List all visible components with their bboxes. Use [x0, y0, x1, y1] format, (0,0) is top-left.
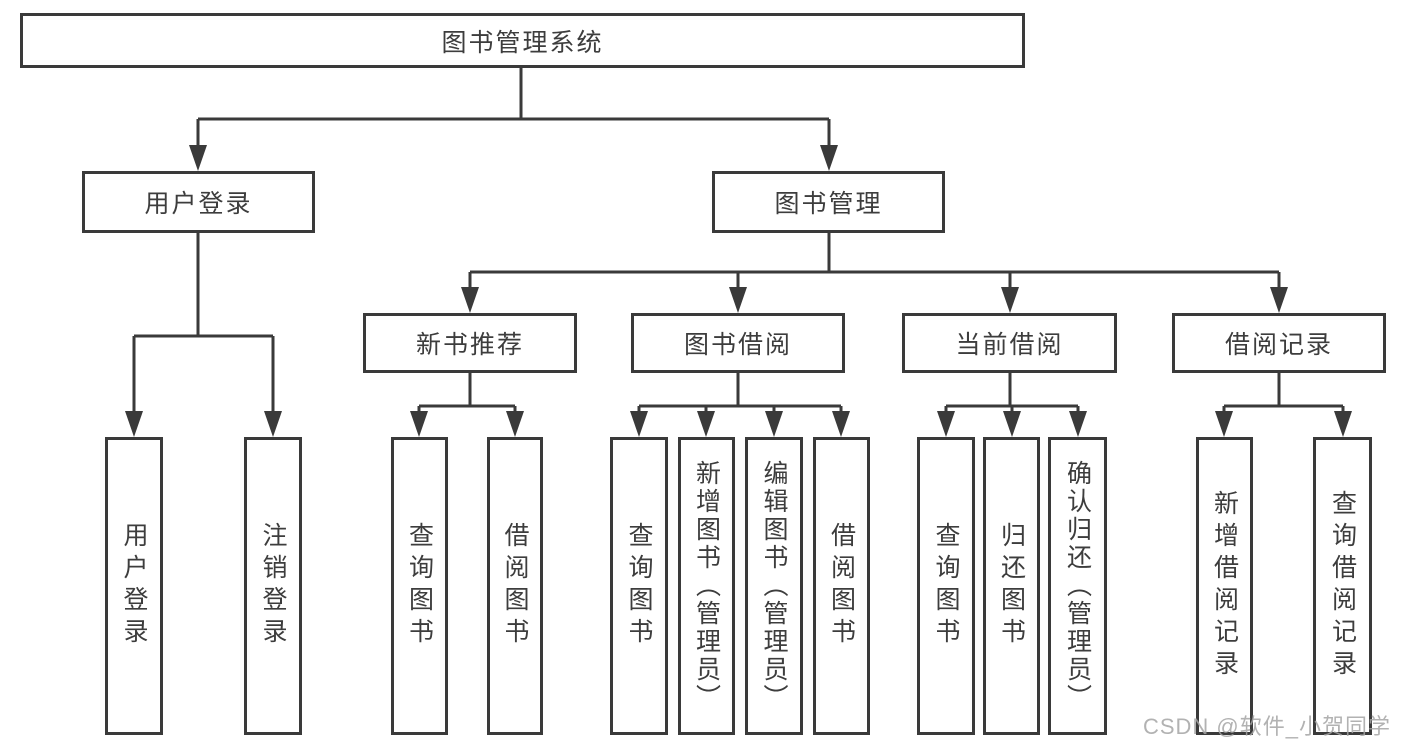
leaf-borrow-books-2: 借阅图书 — [813, 437, 870, 735]
leaf-user-login: 用户登录 — [105, 437, 163, 735]
leaf-logout-login: 注销登录 — [244, 437, 302, 735]
node-user-login: 用户登录 — [82, 171, 315, 233]
node-book-management: 图书管理 — [712, 171, 945, 233]
leaf-edit-book-admin: 编辑图书（管理员） — [745, 437, 803, 735]
leaf-confirm-return-admin: 确认归还（管理员） — [1048, 437, 1107, 735]
leaf-return-book: 归还图书 — [983, 437, 1040, 735]
node-library-system: 图书管理系统 — [20, 13, 1025, 68]
node-book-borrowing: 图书借阅 — [631, 313, 845, 373]
leaf-query-books: 查询图书 — [391, 437, 448, 735]
csdn-watermark: CSDN @软件_小贺同学 — [1142, 714, 1391, 739]
leaf-borrow-books: 借阅图书 — [487, 437, 543, 735]
node-new-book-recommend: 新书推荐 — [363, 313, 577, 373]
leaf-query-borrow-record: 查询借阅记录 — [1313, 437, 1372, 735]
arrowheads — [125, 145, 1352, 437]
node-current-borrowing: 当前借阅 — [902, 313, 1117, 373]
node-borrow-records: 借阅记录 — [1172, 313, 1386, 373]
leaf-add-borrow-record: 新增借阅记录 — [1196, 437, 1253, 735]
leaf-add-book-admin: 新增图书（管理员） — [678, 437, 735, 735]
leaf-query-books-3: 查询图书 — [917, 437, 975, 735]
leaf-query-books-2: 查询图书 — [610, 437, 668, 735]
